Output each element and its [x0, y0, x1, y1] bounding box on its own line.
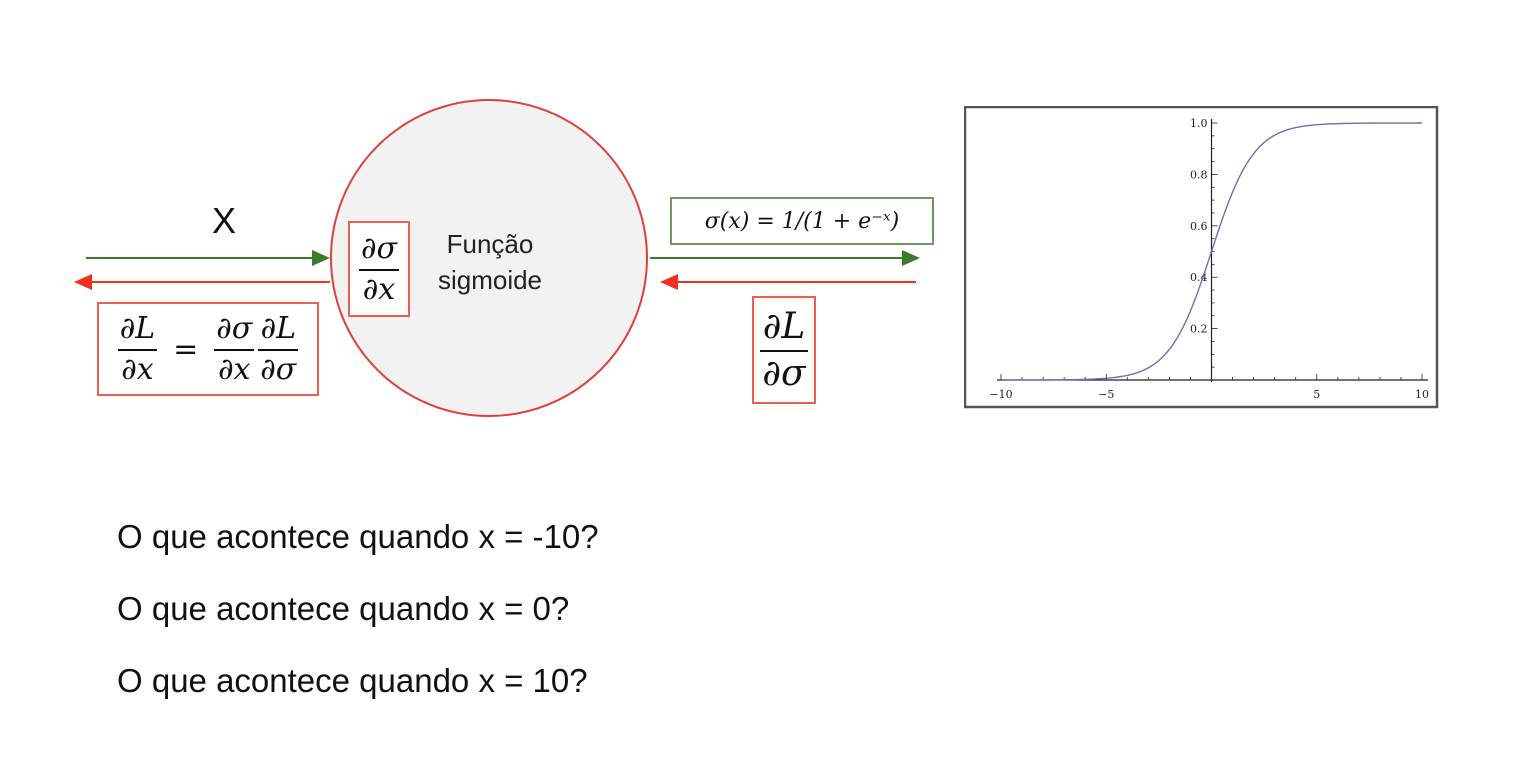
forward-arrowhead-input: [312, 250, 330, 266]
backward-arrowhead-output: [74, 274, 92, 290]
chain-f1-num: ∂σ: [216, 311, 253, 346]
fraction-bar: [760, 349, 808, 352]
backward-arrowhead-input: [660, 274, 678, 290]
sigmoid-node: [330, 99, 648, 417]
local-gradient-den: ∂x: [362, 271, 396, 307]
x-tick-label: 10: [1415, 388, 1429, 401]
y-tick-label: 0.2: [1190, 323, 1208, 336]
y-tick-label: 1.0: [1190, 117, 1208, 130]
chain-rule-box: ∂L ∂x = ∂σ ∂x ∂L ∂σ: [97, 302, 319, 396]
node-title: Função sigmoide: [420, 226, 560, 298]
local-gradient-box: ∂σ ∂x: [348, 221, 410, 317]
equals-sign: =: [173, 331, 199, 367]
question-2: O que acontece quando x = 0?: [117, 590, 570, 627]
forward-arrowhead-output: [902, 250, 920, 266]
input-label: X: [212, 200, 237, 241]
sigmoid-formula: σ(x) = 1/(1 + e⁻ˣ): [704, 208, 900, 234]
node-title-line2: sigmoide: [437, 265, 543, 295]
fraction-bar: [214, 348, 255, 351]
chain-lhs: ∂L ∂x: [117, 311, 158, 387]
chain-f2-num: ∂L: [260, 311, 296, 346]
fraction-bar: [359, 268, 399, 271]
fraction-bar: [258, 348, 299, 351]
chain-lhs-den: ∂x: [121, 351, 154, 387]
local-gradient-num: ∂σ: [361, 231, 397, 266]
sigmoid-plot: −10 −5 5 10 0.2 0.4 0.6 0.8 1.0: [964, 106, 1439, 409]
upstream-gradient-den: ∂σ: [762, 352, 806, 394]
y-tick-label: 0.8: [1190, 168, 1208, 181]
x-tick-label: 5: [1313, 388, 1320, 401]
upstream-gradient-box: ∂L ∂σ: [752, 296, 816, 404]
chain-lhs-num: ∂L: [119, 311, 156, 346]
plot-frame: [964, 106, 1439, 409]
forward-formula-box: σ(x) = 1/(1 + e⁻ˣ): [670, 197, 934, 245]
chain-factor-upstream: ∂L ∂σ: [258, 311, 299, 387]
chain-factor-local: ∂σ ∂x: [214, 311, 255, 387]
sigmoid-curve: [1001, 122, 1422, 381]
x-tick-label: −10: [989, 388, 1012, 401]
question-1: O que acontece quando x = -10?: [117, 518, 599, 555]
fraction-bar: [117, 348, 158, 351]
chain-f1-den: ∂x: [218, 351, 251, 387]
x-tick-label: −5: [1098, 388, 1114, 401]
local-gradient-fraction: ∂σ ∂x: [359, 233, 399, 305]
question-3: O que acontece quando x = 10?: [117, 662, 588, 699]
upstream-gradient-fraction: ∂L ∂σ: [760, 305, 808, 394]
chain-f2-den: ∂σ: [260, 351, 297, 387]
y-tick-label: 0.6: [1190, 220, 1208, 233]
upstream-gradient-num: ∂L: [762, 305, 806, 347]
node-title-line1: Função: [446, 229, 534, 259]
y-tick-label: 0.4: [1190, 271, 1208, 284]
